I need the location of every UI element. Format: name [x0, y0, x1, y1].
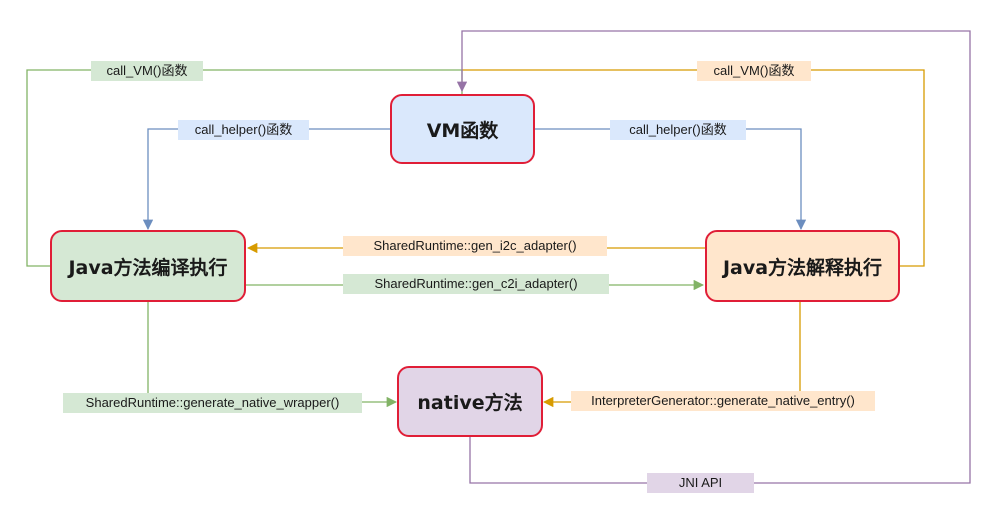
label-call-helper-right: call_helper()函数 [610, 120, 746, 140]
edge-native-wrapper [147, 302, 398, 408]
edge-call-vm-right [462, 69, 925, 267]
edge-native-entry [542, 302, 801, 408]
label-call-vm-right: call_VM()函数 [697, 61, 811, 81]
edge-call-helper-right [535, 128, 807, 231]
node-java-compiled-execution: Java方法编译执行 [50, 230, 246, 302]
node-vm-functions: VM函数 [390, 94, 535, 164]
node-native-method: native方法 [397, 366, 543, 437]
edge-call-helper-left [142, 128, 390, 231]
edge-jni-api [456, 30, 971, 484]
label-call-vm-left: call_VM()函数 [91, 61, 203, 81]
label-native-wrapper: SharedRuntime::generate_native_wrapper() [63, 393, 362, 413]
label-jni-api: JNI API [647, 473, 754, 493]
label-i2c: SharedRuntime::gen_i2c_adapter() [343, 236, 607, 256]
label-call-helper-left: call_helper()函数 [178, 120, 309, 140]
label-native-entry: InterpreterGenerator::generate_native_en… [571, 391, 875, 411]
label-c2i: SharedRuntime::gen_c2i_adapter() [343, 274, 609, 294]
node-java-interpreted-execution: Java方法解释执行 [705, 230, 900, 302]
